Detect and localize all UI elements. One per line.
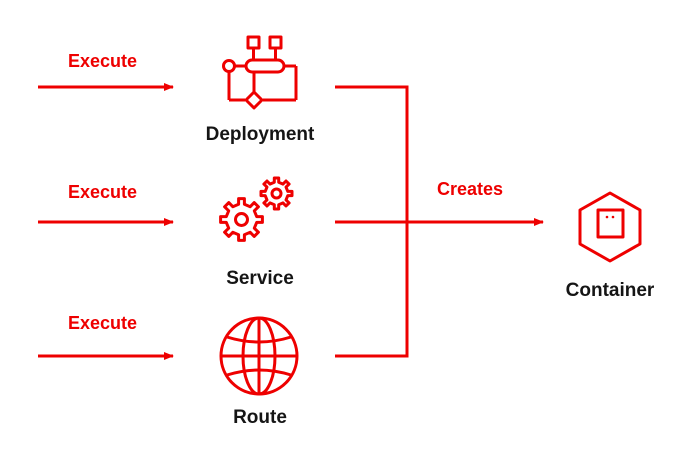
container-icon (578, 191, 642, 263)
creates-label: Creates (437, 179, 504, 199)
execute-label-service: Execute (68, 182, 138, 202)
execute-label-route: Execute (68, 313, 138, 333)
connector-route (335, 222, 409, 358)
node-label-container: Container (565, 280, 655, 301)
globe-icon (219, 316, 299, 396)
deployment-icon (222, 35, 298, 110)
node-label-route: Route (233, 407, 287, 428)
gears-icon (219, 176, 294, 242)
execute-label-deployment: Execute (68, 51, 138, 71)
connector-deployment (335, 85, 409, 222)
node-label-service: Service (226, 268, 294, 289)
node-label-deployment: Deployment (205, 124, 315, 145)
